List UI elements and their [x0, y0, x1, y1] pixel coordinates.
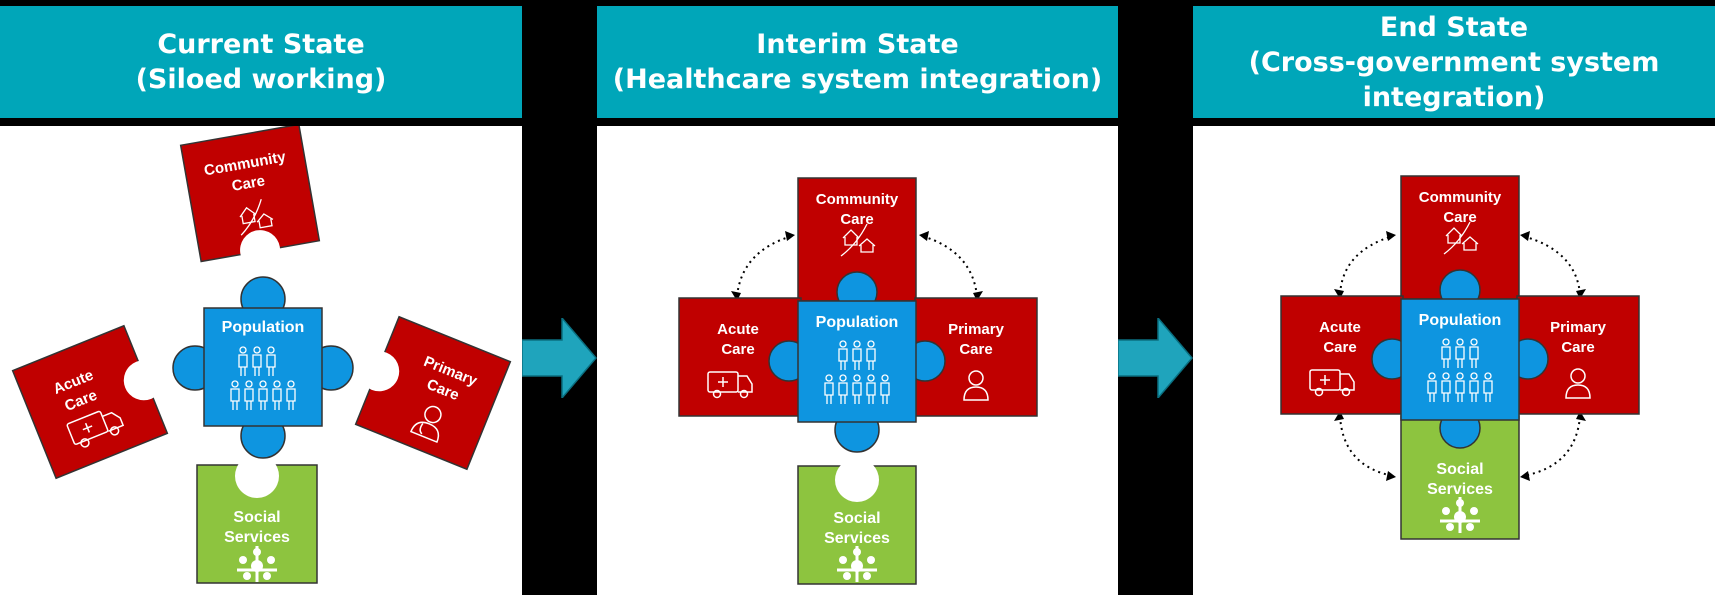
dotted-arrow-top-right — [1522, 235, 1581, 295]
community-care-piece: Community Care — [179, 123, 321, 271]
interim-state-subtitle: (Healthcare system integration) — [612, 64, 1103, 95]
doctor-icon — [1565, 368, 1591, 399]
end-state-title: End State — [1379, 11, 1529, 43]
current-state-diagram: Community Care Acute Care P — [11, 123, 512, 584]
population-label: Population — [1419, 312, 1502, 329]
primary-care-label-2: Care — [959, 341, 992, 358]
end-state-diagram: Community Care Acute Care Primary Care — [1280, 175, 1640, 540]
community-care-label-1: Community — [816, 191, 899, 208]
acute-care-label-1: Acute — [717, 321, 759, 338]
dotted-arrow-right — [921, 235, 978, 297]
arrow-right-icon — [522, 318, 597, 398]
community-house-icon — [239, 198, 274, 236]
acute-care-piece: Acute Care — [11, 324, 169, 480]
social-services-label-1: Social — [833, 510, 880, 527]
ambulance-icon — [66, 410, 125, 448]
panel-end-state: Community Care Acute Care Primary Care — [1193, 6, 1715, 595]
panel-current-state: Community Care Acute Care P — [0, 6, 522, 595]
social-services-label-2: Services — [224, 529, 290, 546]
social-services-label-2: Services — [1427, 481, 1493, 498]
people-circle-icon — [837, 546, 877, 582]
ambulance-icon — [1309, 369, 1355, 397]
people-icon — [230, 346, 296, 410]
doctor-icon — [963, 370, 989, 401]
dotted-arrow-bottom-right — [1522, 415, 1581, 477]
social-services-label-1: Social — [233, 509, 280, 526]
people-circle-icon — [237, 546, 277, 582]
primary-care-piece: Primary Care — [354, 315, 512, 471]
header-divider — [0, 118, 522, 126]
social-services-piece: Social Services — [196, 454, 318, 584]
community-house-icon — [840, 223, 876, 257]
dotted-arrow-left — [736, 235, 793, 297]
doctor-icon — [409, 405, 442, 444]
population-piece: Population — [1371, 269, 1549, 449]
current-state-header: Current State (Siloed working) — [0, 6, 522, 118]
acute-care-label-2: Care — [721, 341, 754, 358]
community-care-label-2: Care — [1443, 209, 1476, 226]
interim-state-title: Interim State — [756, 29, 959, 60]
people-circle-icon — [1440, 497, 1480, 533]
header-divider — [1193, 118, 1715, 126]
social-services-label-2: Services — [824, 530, 890, 547]
header-divider — [597, 118, 1118, 126]
population-label: Population — [222, 319, 305, 336]
end-state-header: End State (Cross-government system integ… — [1193, 6, 1715, 118]
primary-care-label-2: Care — [1561, 339, 1594, 356]
dotted-arrow-bottom-left — [1339, 415, 1394, 477]
current-state-title: Current State — [157, 29, 365, 60]
interim-state-diagram: Community Care Acute Care Primary Care — [678, 177, 1038, 585]
primary-care-label-1: Primary — [948, 321, 1005, 338]
interim-state-header: Interim State (Healthcare system integra… — [597, 6, 1118, 118]
end-state-subtitle-2: integration) — [1362, 81, 1546, 113]
population-piece: Population — [768, 271, 946, 453]
community-care-label-2: Care — [230, 172, 266, 195]
end-state-subtitle-1: (Cross-government system — [1248, 46, 1660, 78]
acute-care-label-2: Care — [1323, 339, 1356, 356]
current-state-subtitle: (Siloed working) — [135, 64, 387, 95]
dotted-arrow-top-left — [1339, 235, 1394, 295]
community-care-label-1: Community — [1419, 189, 1502, 206]
panel-interim-state: Community Care Acute Care Primary Care — [597, 6, 1118, 595]
community-house-icon — [1443, 221, 1479, 255]
people-icon — [1427, 338, 1493, 402]
population-piece: Population — [172, 276, 354, 459]
acute-care-label-1: Acute — [1319, 319, 1361, 336]
people-icon — [824, 340, 890, 404]
primary-care-label-1: Primary — [1550, 319, 1607, 336]
arrow-right-icon — [1118, 318, 1193, 398]
social-services-piece: Social Services — [797, 458, 917, 585]
community-care-label-2: Care — [840, 211, 873, 228]
social-services-label-1: Social — [1436, 461, 1483, 478]
population-label: Population — [816, 314, 899, 331]
ambulance-icon — [707, 371, 753, 399]
